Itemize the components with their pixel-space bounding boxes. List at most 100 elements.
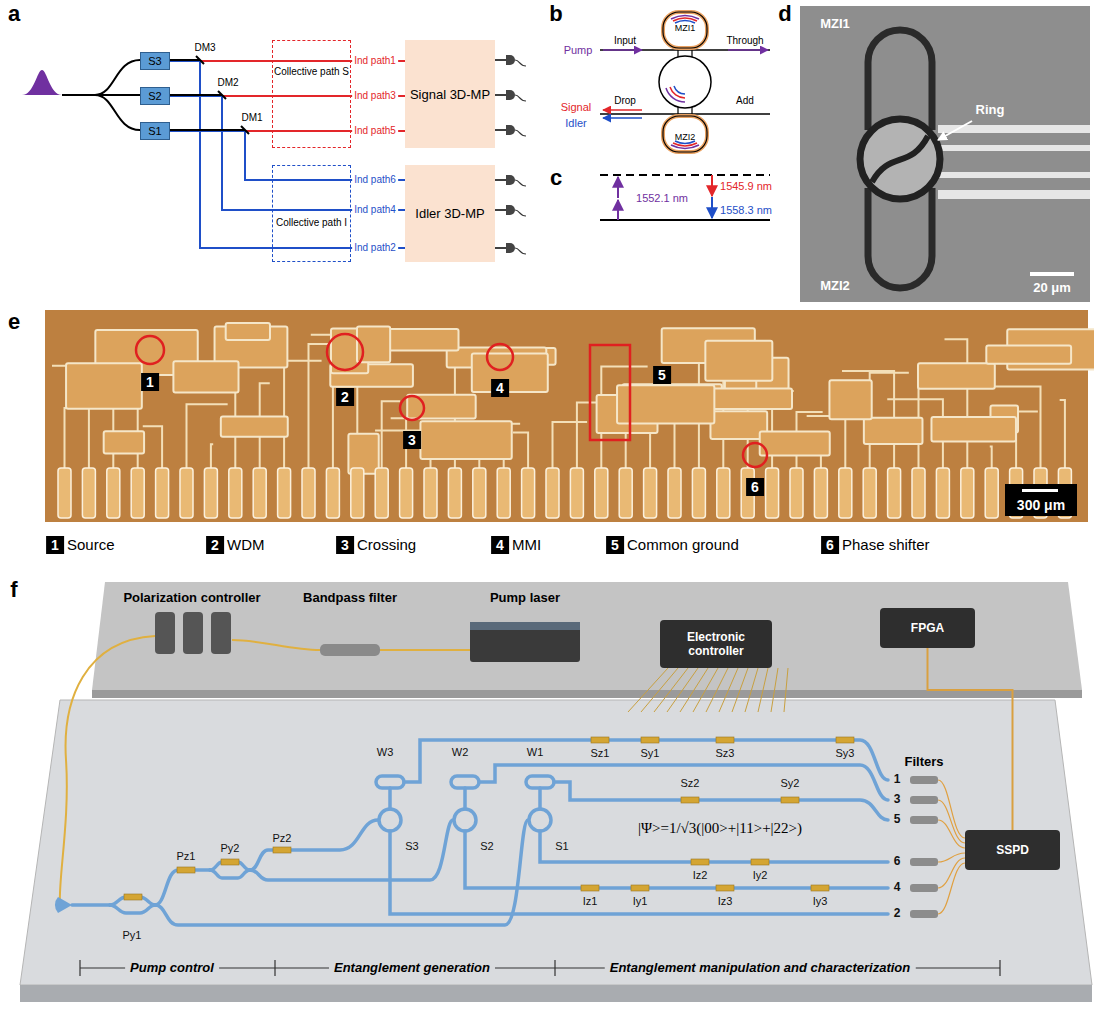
connector <box>928 648 1013 830</box>
edge-label: Ind path1 <box>352 55 398 67</box>
stage-dimension <box>999 960 1000 976</box>
legend-text: Common ground <box>627 536 739 553</box>
polarization-controller <box>155 612 231 654</box>
filter <box>910 796 938 804</box>
phase-shifter <box>836 737 854 743</box>
phase-shifter <box>691 859 709 865</box>
control-wire <box>719 668 738 712</box>
ring-resonator <box>603 109 642 111</box>
node-text: S3 <box>148 55 161 67</box>
micrograph <box>497 468 510 518</box>
node-text: Electronic controller <box>663 630 769 658</box>
waveguide <box>479 765 888 800</box>
fiber-output <box>506 243 515 253</box>
ring-resonator <box>674 86 685 94</box>
callout-mark <box>590 345 630 440</box>
micrograph <box>221 416 288 436</box>
component-label: Iy2 <box>753 869 768 882</box>
micrograph <box>986 346 1071 364</box>
connector <box>170 61 405 248</box>
control-wire <box>628 668 788 712</box>
micrograph <box>82 468 95 518</box>
energy-levels <box>711 197 713 218</box>
control-wire <box>732 668 748 712</box>
callout-mark <box>327 334 363 370</box>
phase-shifter <box>811 885 829 891</box>
callout-number: 6 <box>821 536 839 554</box>
waveguide <box>155 870 210 905</box>
pump-laser <box>470 622 580 630</box>
phase-shifter <box>124 894 142 900</box>
edge-label: Ind path4 <box>352 204 398 216</box>
chip-board <box>20 700 1092 985</box>
micrograph <box>710 411 767 439</box>
connector <box>170 96 405 210</box>
phase-shifter <box>716 737 734 743</box>
micrograph <box>790 468 803 518</box>
control-wire <box>784 668 788 712</box>
micrograph <box>302 468 315 518</box>
micrograph <box>668 468 681 518</box>
phase-shifter <box>681 797 699 803</box>
ring-resonator <box>659 56 711 108</box>
pump-laser <box>470 622 580 662</box>
stage-label: Pump control <box>125 961 219 976</box>
pump-laser <box>470 622 580 662</box>
mzi-label: MZI2 <box>675 132 696 142</box>
component-label: W3 <box>377 746 394 759</box>
control-wire <box>706 668 728 712</box>
callout-number: 5 <box>606 536 624 554</box>
micrograph <box>131 468 144 518</box>
micrograph <box>931 417 1016 441</box>
component-label: W2 <box>452 746 469 759</box>
micrograph <box>705 341 772 381</box>
sem-image <box>938 145 1090 151</box>
energy-levels <box>617 177 619 198</box>
device-label: Pump laser <box>490 591 560 606</box>
micrograph <box>375 468 388 518</box>
device-label: Polarization controller <box>123 591 260 606</box>
device-label: Filters <box>904 755 943 770</box>
fiber-output <box>495 55 526 254</box>
port-number: 1 <box>894 773 901 787</box>
fpga-box: FPGA <box>880 608 975 648</box>
collective-path-box: Collective path S <box>272 40 351 148</box>
fiber-output <box>495 59 506 61</box>
component-label: Sy3 <box>836 747 855 760</box>
waveguide <box>451 776 479 788</box>
detector-box: SSPD <box>965 830 1060 870</box>
fiber-output <box>506 90 515 100</box>
waveguide <box>454 809 476 831</box>
edge-label: Ind path3 <box>352 90 398 102</box>
legend-text: Phase shifter <box>842 536 930 553</box>
ring-resonator <box>678 48 692 116</box>
micrograph <box>595 468 608 518</box>
bandpass-filter <box>320 644 380 656</box>
sem-image <box>860 119 940 199</box>
legend-text: MMI <box>512 536 541 553</box>
component-label: S3 <box>405 840 418 853</box>
micrograph <box>1060 400 1065 470</box>
fiber-output <box>515 180 526 186</box>
micrograph <box>104 431 144 453</box>
ring-resonator <box>600 12 770 152</box>
micrograph <box>211 444 213 470</box>
filter <box>910 816 938 824</box>
micrograph <box>553 422 588 470</box>
pump-pulse <box>22 70 62 95</box>
ring-resonator <box>675 21 695 24</box>
port-number: 4 <box>894 881 901 895</box>
panel-letter: f <box>10 577 17 602</box>
sem-image <box>938 121 972 140</box>
micrograph <box>985 468 998 518</box>
edge-label: Ind path5 <box>352 125 398 137</box>
node-text: Collective path S <box>274 66 349 77</box>
micrograph <box>1016 411 1038 470</box>
micrograph <box>400 468 413 518</box>
chip-board <box>20 985 1092 1002</box>
component-label: Py2 <box>221 842 240 855</box>
micrograph <box>311 335 333 470</box>
micrograph <box>226 323 270 340</box>
micrograph <box>58 468 71 518</box>
connector <box>170 131 405 180</box>
